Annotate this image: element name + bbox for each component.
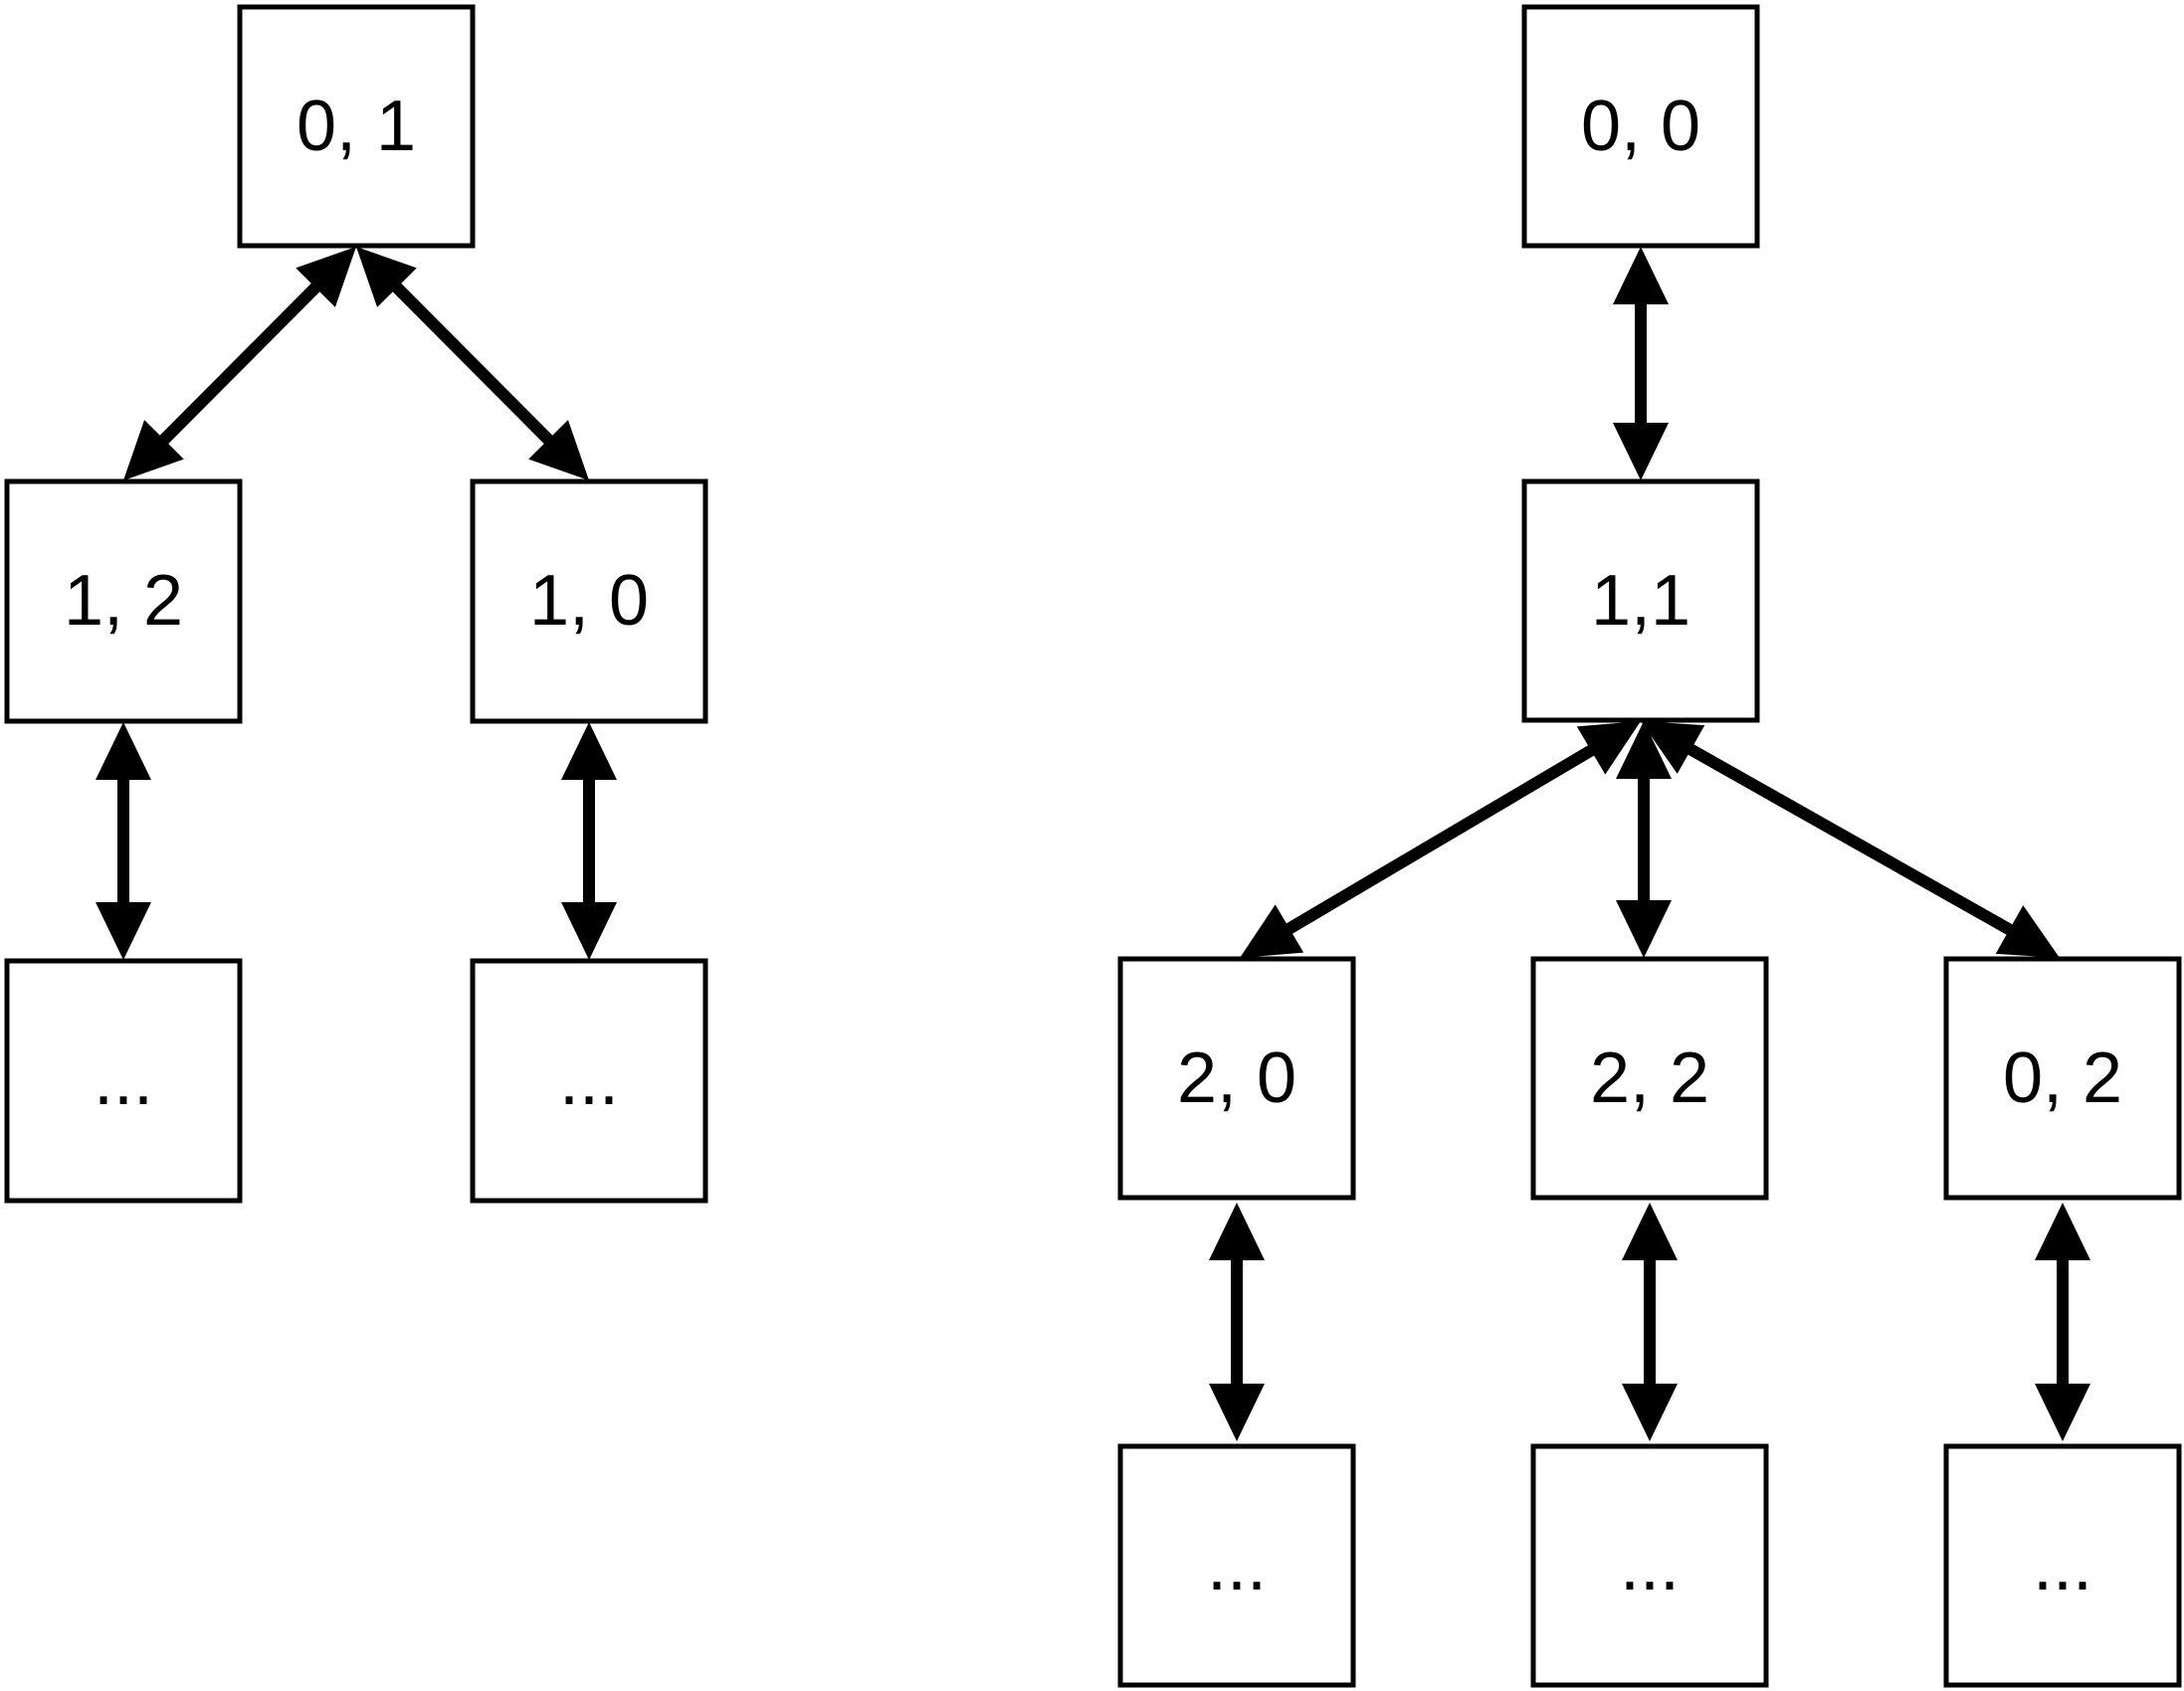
node-label: 1, 2 bbox=[64, 561, 183, 641]
node-label: 1, 0 bbox=[529, 561, 649, 641]
node-right-child-b: 2, 2 bbox=[1530, 956, 1769, 1201]
node-right-leaf-c: ... bbox=[1943, 1443, 2182, 1688]
node-right-child-a: 2, 0 bbox=[1117, 956, 1356, 1201]
arrowhead-icon bbox=[1641, 721, 1705, 774]
node-box bbox=[1117, 1443, 1356, 1688]
arrowhead-icon bbox=[561, 722, 617, 780]
node-label: ... bbox=[559, 1040, 619, 1120]
node-right-root: 0, 0 bbox=[1521, 4, 1760, 249]
node-left-child-a: 1, 2 bbox=[4, 478, 243, 724]
arrowhead-icon bbox=[2035, 1384, 2090, 1441]
edge-left-child-b-to-leaf-b bbox=[561, 722, 617, 960]
arrowhead-icon bbox=[1209, 1203, 1265, 1260]
edge-right-root-to-mid bbox=[1613, 247, 1669, 480]
arrowhead-icon bbox=[1613, 247, 1669, 304]
node-box bbox=[1521, 4, 1760, 249]
edge-right-mid-to-child-c bbox=[1641, 721, 2060, 958]
arrowhead-icon bbox=[96, 902, 151, 960]
node-label: 0, 0 bbox=[1581, 87, 1700, 166]
node-box bbox=[1117, 956, 1356, 1201]
edge-right-child-b-to-leaf-b bbox=[1622, 1203, 1678, 1441]
edge-shaft bbox=[156, 281, 323, 447]
node-label: 0, 2 bbox=[2003, 1038, 2122, 1118]
edge-left-child-a-to-leaf-a bbox=[96, 722, 151, 960]
arrowhead-icon bbox=[1995, 905, 2060, 958]
node-right-leaf-a: ... bbox=[1117, 1443, 1356, 1688]
node-box bbox=[4, 958, 243, 1204]
arrowhead-icon bbox=[296, 247, 356, 307]
edge-right-mid-to-child-b bbox=[1616, 721, 1672, 958]
node-left-root: 0, 1 bbox=[237, 4, 476, 249]
node-box bbox=[470, 478, 708, 724]
arrowhead-icon bbox=[1576, 721, 1641, 775]
right-tree: 0, 0 1,1 2, 0 2, 2 0, 2 ... ... ... bbox=[1117, 4, 2182, 1688]
edge-shaft bbox=[1283, 743, 1598, 936]
arrowhead-icon bbox=[1209, 1384, 1265, 1441]
left-tree: 0, 1 1, 2 1, 0 ... ... bbox=[4, 4, 708, 1204]
arrowhead-icon bbox=[123, 420, 184, 480]
node-label: ... bbox=[1207, 1526, 1267, 1605]
edge-right-mid-to-child-a bbox=[1240, 721, 1641, 958]
arrowhead-icon bbox=[96, 722, 151, 780]
arrowhead-icon bbox=[1613, 423, 1669, 480]
edges-layer bbox=[96, 247, 2090, 1441]
node-left-leaf-b: ... bbox=[470, 958, 708, 1204]
node-label: 2, 2 bbox=[1590, 1038, 1709, 1118]
node-right-child-c: 0, 2 bbox=[1943, 956, 2182, 1201]
node-box bbox=[1530, 956, 1769, 1201]
node-label: 2, 0 bbox=[1177, 1038, 1296, 1118]
node-box bbox=[1521, 478, 1760, 723]
node-box bbox=[470, 958, 708, 1204]
node-label: 0, 1 bbox=[297, 87, 416, 166]
node-box bbox=[1943, 1443, 2182, 1688]
node-left-child-b: 1, 0 bbox=[470, 478, 708, 724]
node-label: ... bbox=[1620, 1526, 1680, 1605]
node-label: ... bbox=[2033, 1526, 2092, 1605]
edge-right-child-a-to-leaf-a bbox=[1209, 1203, 1265, 1441]
arrowhead-icon bbox=[2035, 1203, 2090, 1260]
arrowhead-icon bbox=[528, 420, 589, 480]
node-box bbox=[1530, 1443, 1769, 1688]
arrowhead-icon bbox=[1622, 1203, 1678, 1260]
node-box bbox=[1943, 956, 2182, 1201]
arrowhead-icon bbox=[1616, 721, 1672, 779]
arrowhead-icon bbox=[356, 247, 417, 307]
edge-left-root-to-child-a bbox=[123, 247, 356, 480]
edge-left-root-to-child-b bbox=[356, 247, 589, 480]
arrowhead-icon bbox=[1616, 900, 1672, 958]
node-right-leaf-b: ... bbox=[1530, 1443, 1769, 1688]
node-label: ... bbox=[94, 1040, 153, 1120]
arrowhead-icon bbox=[561, 902, 617, 960]
node-right-mid: 1,1 bbox=[1521, 478, 1760, 723]
node-box bbox=[4, 478, 243, 724]
node-left-leaf-a: ... bbox=[4, 958, 243, 1204]
node-box bbox=[237, 4, 476, 249]
node-label: 1,1 bbox=[1591, 561, 1690, 641]
edge-right-child-c-to-leaf-c bbox=[2035, 1203, 2090, 1441]
edge-shaft bbox=[1685, 742, 2016, 937]
arrowhead-icon bbox=[1240, 904, 1304, 958]
arrowhead-icon bbox=[1622, 1384, 1678, 1441]
edge-shaft bbox=[389, 281, 556, 447]
